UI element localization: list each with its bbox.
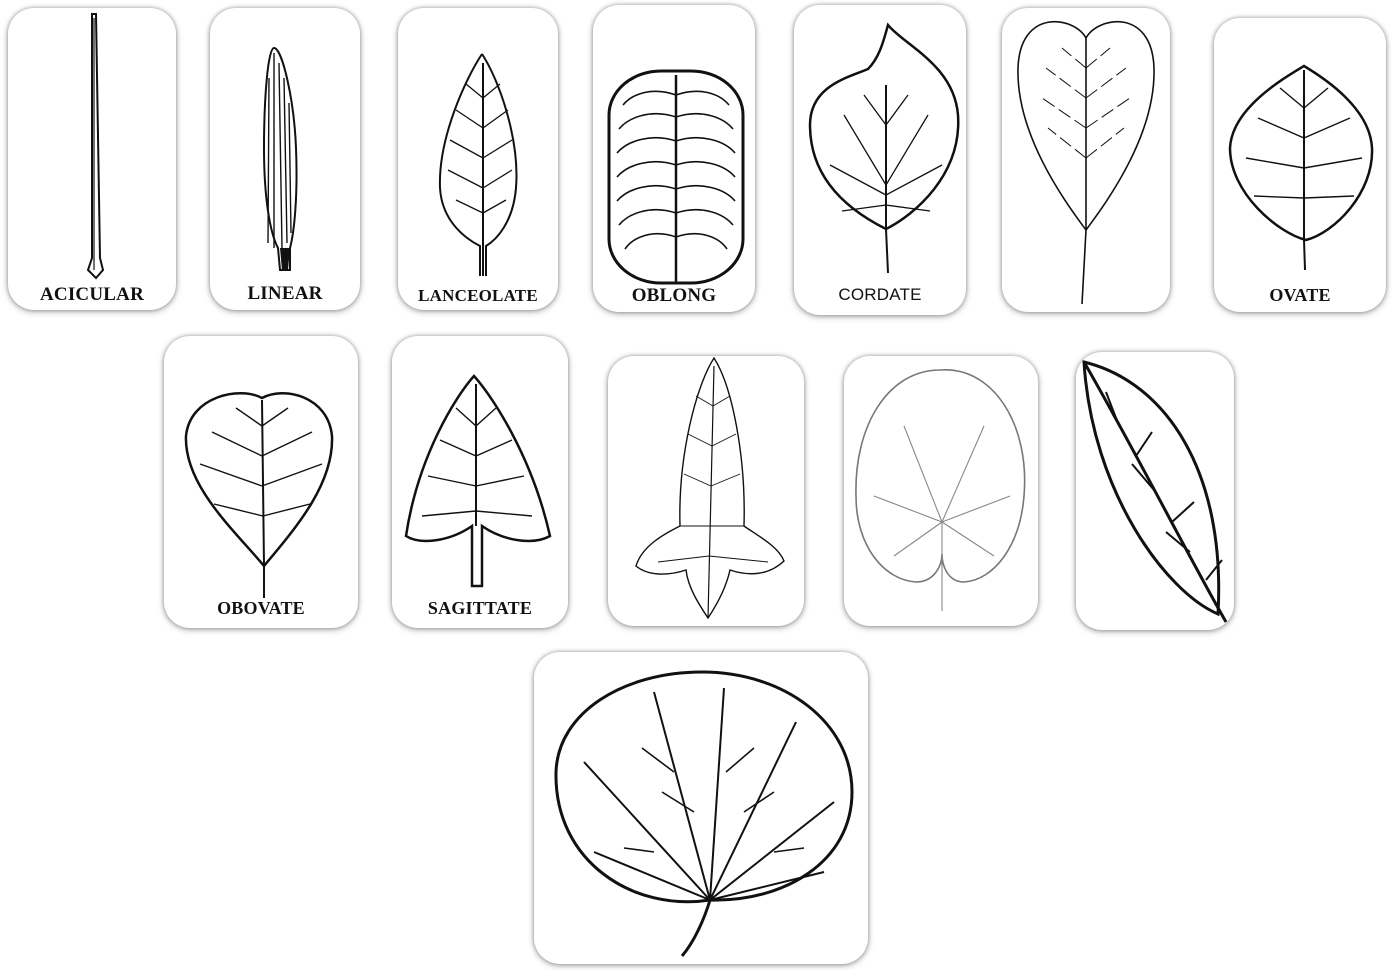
obovate-leaf-icon [164, 336, 358, 628]
linear-leaf-icon [210, 8, 360, 310]
card-linear[interactable]: LINEAR [210, 8, 360, 310]
card-obovate[interactable]: OBOVATE [164, 336, 358, 628]
acicular-leaf-icon [8, 8, 176, 310]
leaf-label-oblong: OBLONG [593, 285, 755, 307]
leaf-label-sagittate: SAGITTATE [392, 598, 568, 619]
card-cordate[interactable]: CORDATE [794, 5, 966, 315]
card-plain-obovate[interactable] [1002, 8, 1170, 312]
oblong-leaf-icon [593, 5, 755, 312]
leaf-label-acicular: ACICULAR [8, 284, 176, 306]
cordate-leaf-icon [794, 5, 966, 315]
card-hastate[interactable] [608, 356, 804, 626]
leaf-label-linear: LINEAR [210, 283, 360, 305]
lanceolate-leaf-icon [398, 8, 558, 310]
card-elliptic[interactable] [1076, 352, 1234, 630]
leaf-label-lanceolate: LANCEOLATE [398, 286, 558, 306]
card-oblong[interactable]: OBLONG [593, 5, 755, 312]
card-lanceolate[interactable]: LANCEOLATE [398, 8, 558, 310]
leaf-label-ovate: OVATE [1214, 285, 1386, 306]
reniform-leaf-icon [844, 356, 1038, 626]
elliptic-leaf-icon [1076, 352, 1234, 630]
orbicular-leaf-icon [534, 652, 868, 964]
leaf-label-cordate: CORDATE [794, 285, 966, 305]
leaf-label-obovate: OBOVATE [164, 598, 358, 619]
card-sagittate[interactable]: SAGITTATE [392, 336, 568, 628]
obovate-outline-leaf-icon [1002, 8, 1170, 312]
sagittate-leaf-icon [392, 336, 568, 628]
card-acicular[interactable]: ACICULAR [8, 8, 176, 310]
card-reniform[interactable] [844, 356, 1038, 626]
hastate-leaf-icon [608, 356, 804, 626]
card-orbicular[interactable] [534, 652, 868, 964]
ovate-leaf-icon [1214, 18, 1386, 312]
card-ovate[interactable]: OVATE [1214, 18, 1386, 312]
